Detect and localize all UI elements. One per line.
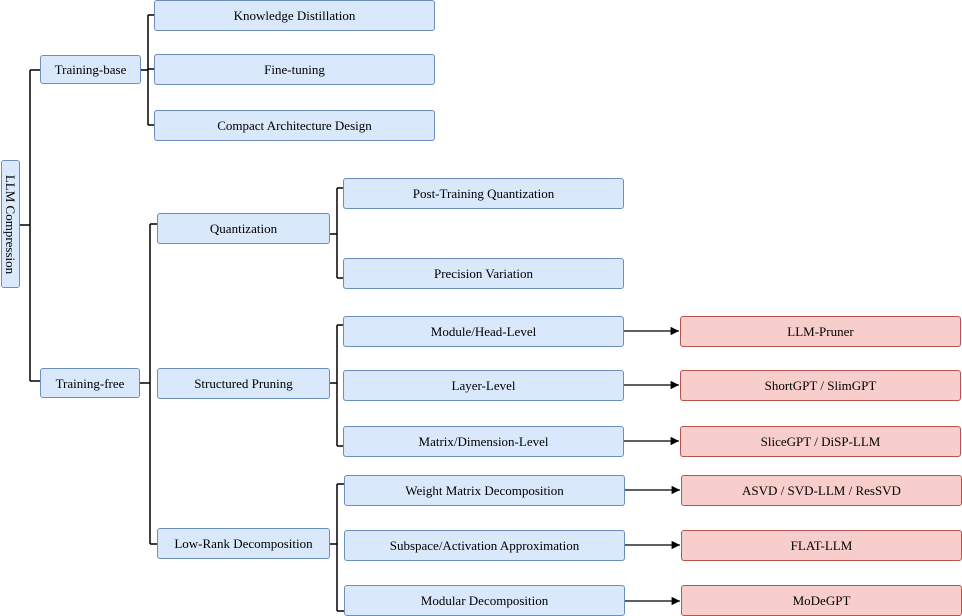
quantization-node: Quantization xyxy=(157,213,330,244)
root-connector xyxy=(20,69,40,382)
training-base-node: Training-base xyxy=(40,55,141,84)
modular-decomposition-node: Modular Decomposition xyxy=(344,585,625,616)
lowrank-connector xyxy=(330,483,344,612)
training-free-node: Training-free xyxy=(40,368,140,398)
fine-tuning-node: Fine-tuning xyxy=(154,54,435,85)
low-rank-decomposition-node: Low-Rank Decomposition xyxy=(157,528,330,559)
precision-variation-node: Precision Variation xyxy=(343,258,624,289)
root-label: LLM Compression xyxy=(3,174,18,274)
quantization-connector xyxy=(330,187,343,279)
weight-matrix-decomposition-node: Weight Matrix Decomposition xyxy=(344,475,625,506)
training-free-connector xyxy=(140,223,157,545)
pruning-connector xyxy=(330,324,343,447)
structured-pruning-node: Structured Pruning xyxy=(157,368,330,399)
post-training-quantization-node: Post-Training Quantization xyxy=(343,178,624,209)
knowledge-distillation-node: Knowledge Distillation xyxy=(154,0,435,31)
method-slicegpt-disp-llm: SliceGPT / DiSP-LLM xyxy=(680,426,961,457)
module-head-level-node: Module/Head-Level xyxy=(343,316,624,347)
subspace-activation-approximation-node: Subspace/Activation Approximation xyxy=(344,530,625,561)
training-base-connector xyxy=(141,14,154,126)
root-node: LLM Compression xyxy=(1,160,20,288)
method-shortgpt-slimgpt: ShortGPT / SlimGPT xyxy=(680,370,961,401)
method-flat-llm: FLAT-LLM xyxy=(681,530,962,561)
method-llm-pruner: LLM-Pruner xyxy=(680,316,961,347)
layer-level-node: Layer-Level xyxy=(343,370,624,401)
method-asvd-svd-llm-ressvd: ASVD / SVD-LLM / ResSVD xyxy=(681,475,962,506)
matrix-dimension-level-node: Matrix/Dimension-Level xyxy=(343,426,624,457)
method-modegpt: MoDeGPT xyxy=(681,585,962,616)
compact-architecture-node: Compact Architecture Design xyxy=(154,110,435,141)
